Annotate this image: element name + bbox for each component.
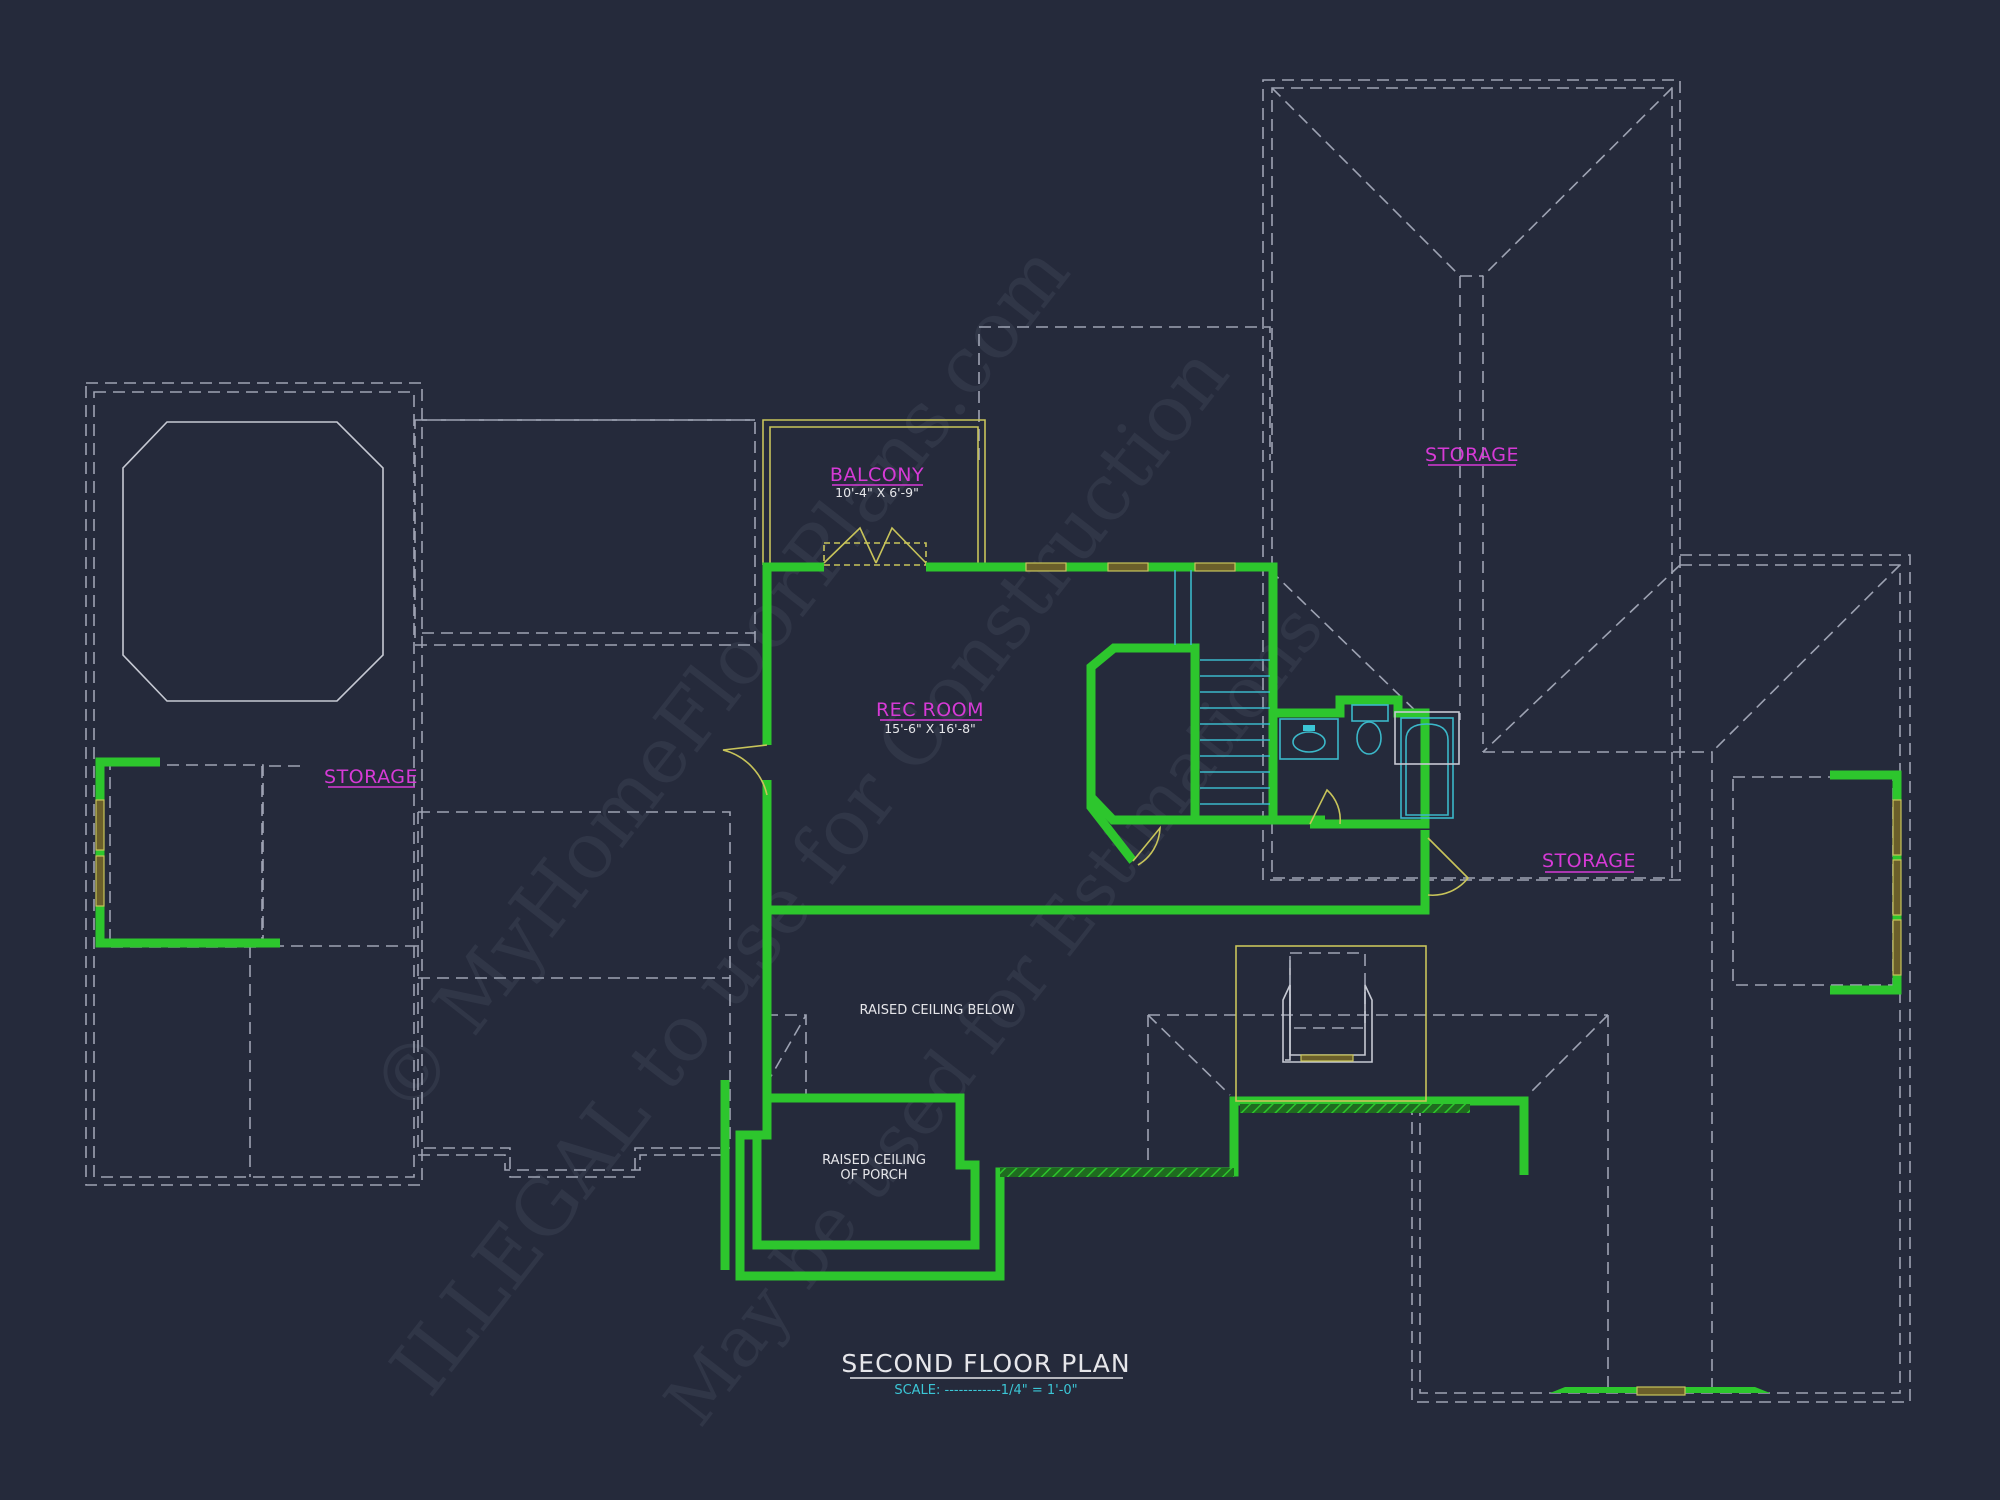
watermark: © MyHomeFloorPlans.com ILLEGAL to use fo… (354, 229, 1339, 1441)
room-labels: BALCONY 10'-4" X 6'-9" REC ROOM 15'-6" X… (324, 444, 1636, 1183)
raised-ceiling-porch-note-2: OF PORCH (840, 1168, 907, 1183)
plan-title: SECOND FLOOR PLAN (841, 1349, 1130, 1378)
raised-ceiling-porch-note-1: RAISED CEILING (822, 1153, 926, 1168)
balcony-label: BALCONY (830, 464, 924, 486)
bathtub-icon (1400, 717, 1454, 819)
balcony (762, 419, 986, 566)
balcony-dimensions: 10'-4" X 6'-9" (835, 485, 919, 500)
hatch-strip-2 (1240, 1104, 1470, 1113)
toilet-bowl-icon (1356, 721, 1382, 755)
doors (722, 744, 1470, 1102)
storage-right-label: STORAGE (1542, 850, 1636, 872)
bathroom-fixtures (1279, 704, 1460, 819)
toilet-tank-icon (1351, 704, 1389, 722)
octagon-skylight (122, 421, 384, 702)
stairs (1174, 570, 1270, 805)
title-block: SECOND FLOOR PLAN SCALE: ------------1/4… (841, 1349, 1130, 1398)
storage-top-right-label: STORAGE (1425, 444, 1519, 466)
rec-room-dimensions: 15'-6" X 16'-8" (884, 721, 976, 736)
storage-left-label: STORAGE (324, 766, 418, 788)
windows (95, 562, 1902, 1396)
sink-icon (1279, 718, 1339, 760)
roof-outlines (85, 79, 1911, 1403)
raised-ceiling-below-note: RAISED CEILING BELOW (860, 1003, 1015, 1018)
hatch-strip (1000, 1168, 1234, 1177)
plan-scale: SCALE: ------------1/4" = 1'-0" (894, 1383, 1077, 1398)
rec-room-label: REC ROOM (876, 699, 984, 721)
